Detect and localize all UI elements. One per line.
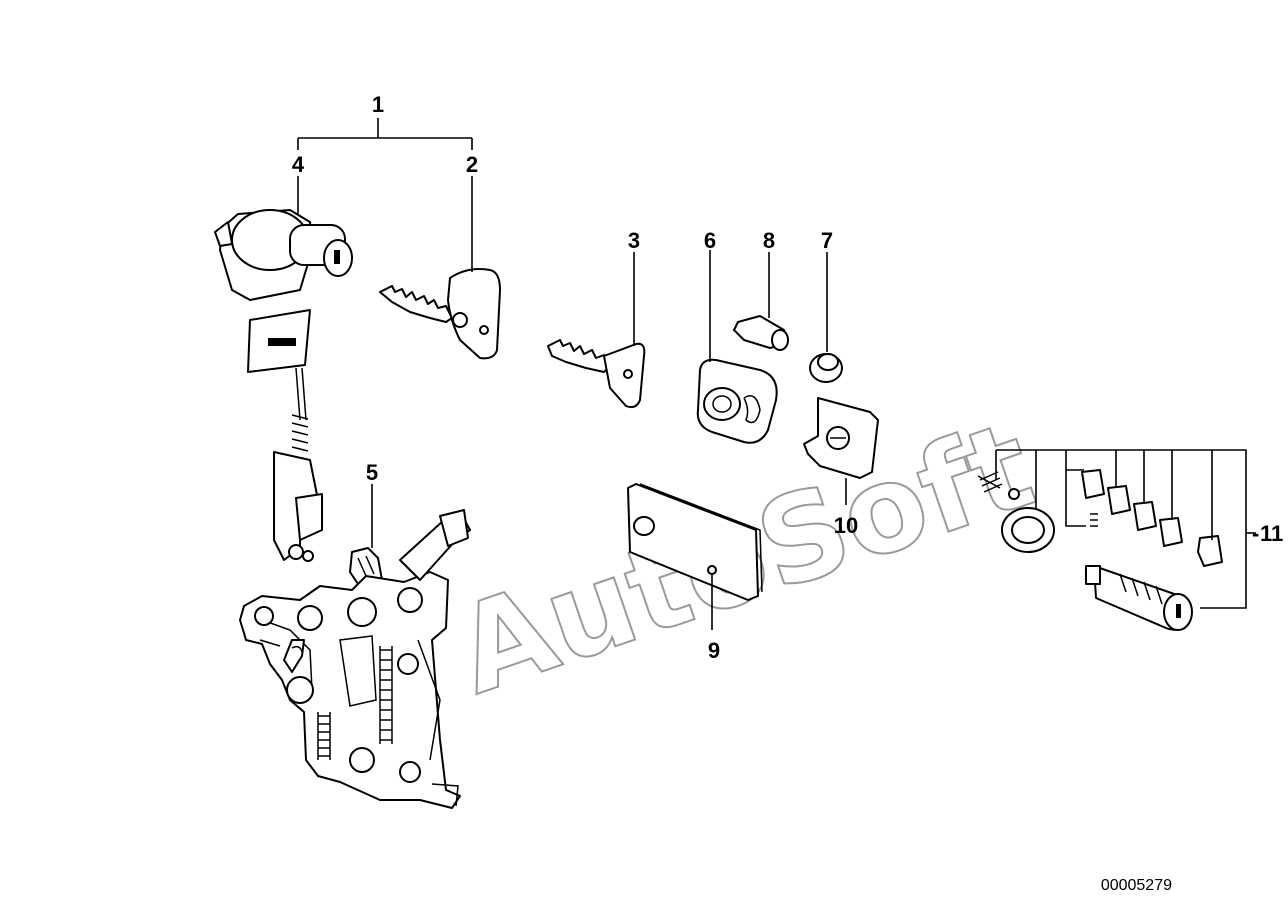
key-part-2 <box>379 268 501 360</box>
callout-5: 5 <box>366 460 378 485</box>
callout-3: 3 <box>628 228 640 253</box>
callout-9: 9 <box>708 638 720 663</box>
callout-11: 11 <box>1260 521 1283 546</box>
lock-cylinder-part-4 <box>214 209 353 562</box>
diagram-reference-number: 00005279 <box>1101 877 1172 894</box>
pin-part-8 <box>733 315 789 351</box>
callout-8: 8 <box>763 228 775 253</box>
cap-part-7 <box>809 353 843 383</box>
callout-4: 4 <box>292 152 305 177</box>
callout-2: 2 <box>466 152 478 177</box>
leader-lines <box>297 118 1256 630</box>
callout-6: 6 <box>704 228 716 253</box>
key-part-3 <box>547 339 646 409</box>
lock-housing-part-6 <box>696 358 778 444</box>
callout-1: 1 <box>372 92 384 117</box>
bracket-part-10 <box>803 397 879 479</box>
callout-labels: 1 4 2 3 6 8 7 5 10 9 - 11 <box>292 92 1283 663</box>
callout-7: 7 <box>821 228 833 253</box>
door-latch-assembly <box>239 509 471 809</box>
lock-parts-set-11 <box>977 469 1223 631</box>
callout-11-dash: - <box>1252 521 1259 546</box>
plate-part-9 <box>627 483 763 601</box>
callout-10: 10 <box>834 513 858 538</box>
